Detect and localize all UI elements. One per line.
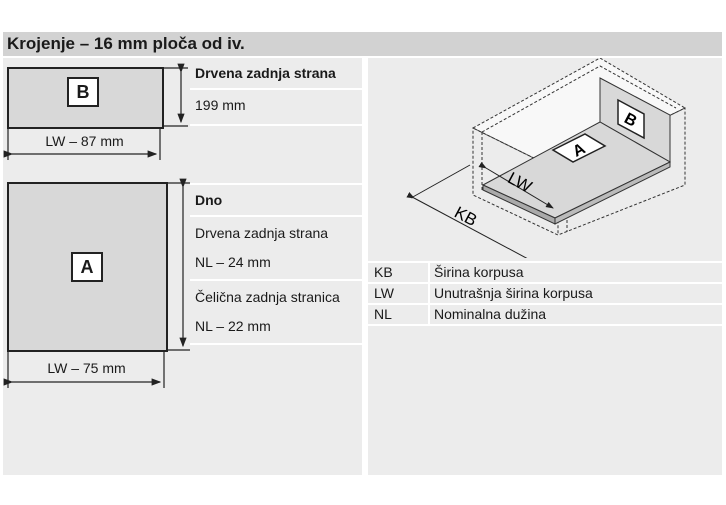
variant-name: Drvena zadnja strana — [190, 215, 362, 247]
divider — [368, 324, 722, 328]
legend-item: KB Širina korpusa — [368, 261, 722, 284]
variant-value: NL – 24 mm — [195, 254, 271, 270]
dim-kb-label: KB — [451, 203, 480, 230]
variant-name: Čelična zadnja stranica — [190, 279, 362, 311]
divider — [190, 343, 362, 347]
divider — [190, 124, 362, 128]
legend-key: LW — [374, 285, 394, 301]
diagram-label-a: A — [551, 133, 607, 163]
variant-value: NL – 22 mm — [195, 318, 271, 334]
part-b-width: LW – 87 mm — [45, 133, 124, 149]
diagram-label-b: B — [617, 98, 645, 140]
dimension-lines — [3, 63, 190, 388]
legend-item: NL Nominalna dužina — [368, 303, 722, 326]
part-b-height: 199 mm — [190, 88, 362, 120]
legend-key: KB — [374, 264, 393, 280]
part-a-width: LW – 75 mm — [47, 360, 126, 376]
legend-text: Širina korpusa — [428, 263, 524, 282]
legend-item: LW Unutrašnja širina korpusa — [368, 282, 722, 305]
cutting-list-panel: B LW – 87 mm Drvena zadnja strana 199 mm… — [3, 58, 362, 475]
legend-text: Unutrašnja širina korpusa — [428, 284, 593, 303]
part-a-label: A — [71, 252, 103, 282]
drawer-diagram: A B LW KB — [406, 58, 687, 258]
legend-key: NL — [374, 306, 392, 322]
section-title: Krojenje – 16 mm ploča od iv. — [3, 32, 722, 56]
part-b-label: B — [67, 77, 99, 107]
legend-text: Nominalna dužina — [428, 305, 546, 324]
part-b-name: Drvena zadnja strana — [195, 65, 336, 81]
part-a-name: Dno — [190, 183, 362, 215]
legend-panel: A B LW KB KB Širina korpusa LW Unutrašnj… — [368, 58, 722, 475]
